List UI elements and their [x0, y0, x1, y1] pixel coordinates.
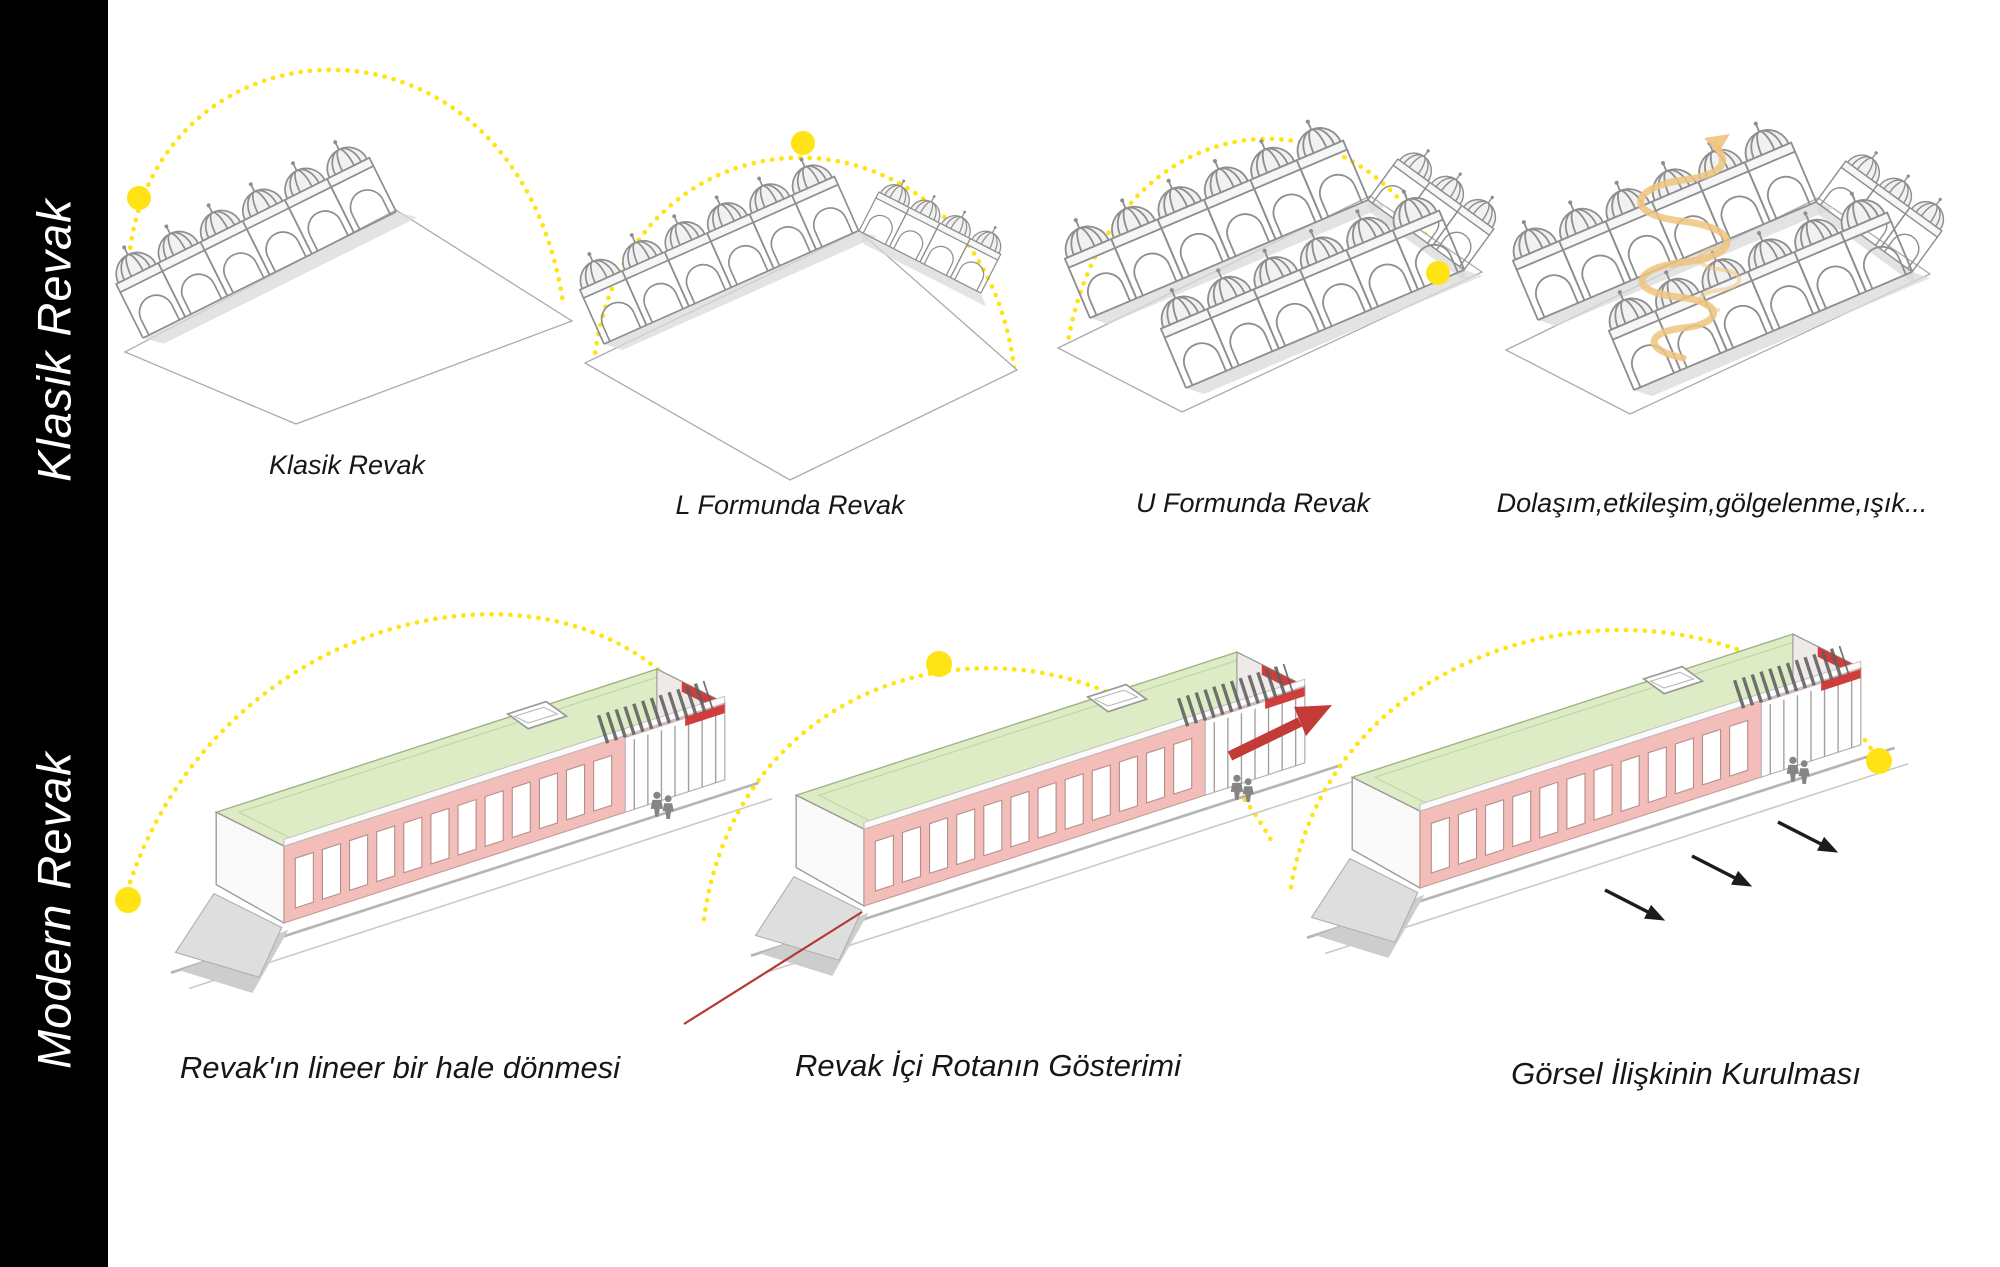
sun-icon [1426, 261, 1450, 285]
sun-icon [115, 887, 141, 913]
circulation-spiral-icon [1637, 134, 1742, 362]
caption-u-formunda-revak: U Formunda Revak [1135, 488, 1371, 518]
caption-rota-gosterimi: Revak İçi Rotanın Gösterimi [795, 1048, 1181, 1083]
sun-icon [1866, 748, 1892, 774]
sun-icon [926, 651, 952, 677]
section-sidebar: Klasik Revak Modern Revak [0, 0, 108, 1267]
sun-path-arc [126, 67, 566, 305]
modern-building-illustration [751, 652, 1352, 976]
route-line [683, 911, 863, 1025]
sun-icon [791, 131, 815, 155]
section-label-modern-revak: Modern Revak [27, 751, 81, 1069]
caption-l-formunda-revak: L Formunda Revak [675, 490, 905, 520]
l-portico-illustration [567, 143, 1020, 350]
modern-building-illustration [171, 669, 772, 993]
sun-path-arc [119, 612, 711, 912]
sun-icon [127, 186, 151, 210]
panel-gorsel-iliski [1288, 630, 1908, 958]
panel-lineer-revak [115, 612, 772, 993]
classic-portico-illustration [102, 123, 417, 344]
panel-rota-gosterimi [683, 651, 1352, 1025]
panel-l-form-revak [567, 131, 1020, 481]
view-arrows-icon [1604, 820, 1839, 921]
caption-klasik-revak: Klasik Revak [268, 450, 426, 480]
section-label-klasik-revak: Klasik Revak [27, 198, 81, 482]
caption-dolasim-etkilesim: Dolaşım,etkileşim,gölgelenme,ışık... [1496, 488, 1928, 518]
panel-dolasim [1500, 106, 1965, 414]
caption-gorsel-iliski: Görsel İlişkinin Kurulması [1511, 1056, 1861, 1091]
route-arrow-icon [1227, 705, 1332, 761]
panel-u-form-revak [1052, 104, 1517, 412]
u-portico-illustration [1500, 106, 1965, 414]
panel-klasik-revak [102, 67, 574, 425]
modern-building-illustration [1307, 634, 1908, 958]
caption-lineer-donme: Revak'ın lineer bir hale dönmesi [179, 1050, 621, 1085]
u-portico-illustration [1052, 104, 1517, 412]
